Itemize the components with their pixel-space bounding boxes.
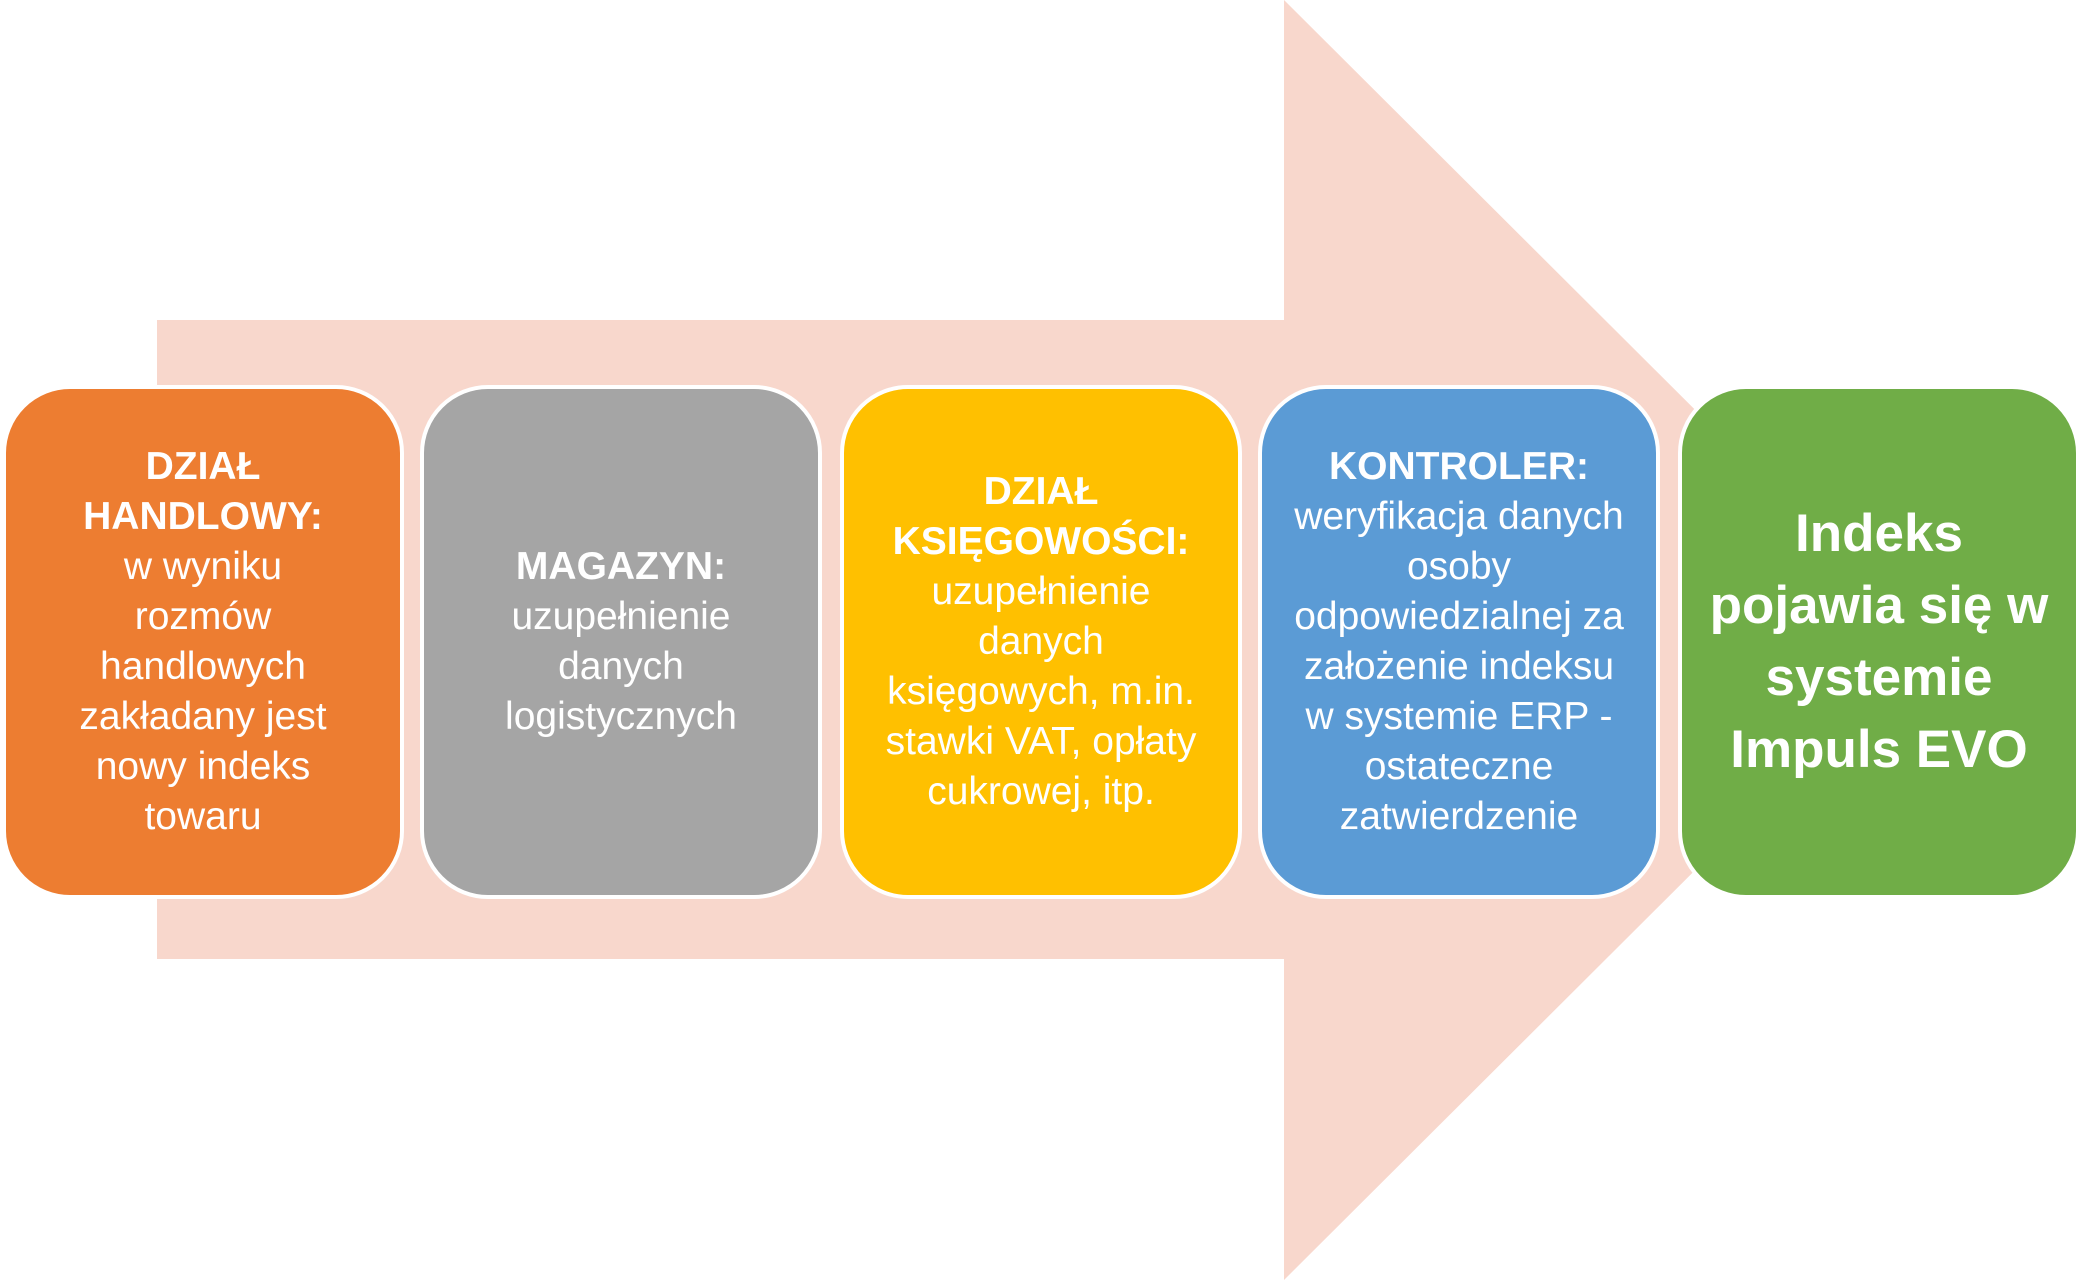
step-title: Indeks pojawia się w systemie Impuls EVO [1709,504,2049,779]
step-description: uzupełnienie danych księgowych, m.in. st… [885,570,1197,813]
step-accounting: DZIAŁ KSIĘGOWOŚCI: uzupełnienie danych k… [840,385,1242,899]
step-description: uzupełnienie danych logistycznych [505,595,737,738]
step-result: Indeks pojawia się w systemie Impuls EVO [1678,385,2080,899]
step-title: KONTROLER: [1329,445,1589,488]
step-controller: KONTROLER: weryfikacja danych osoby odpo… [1258,385,1660,899]
step-sales: DZIAŁ HANDLOWY: w wyniku rozmów handlowy… [2,385,404,899]
step-description: weryfikacja danych osoby odpowiedzialnej… [1294,495,1624,838]
step-title: DZIAŁ KSIĘGOWOŚCI: [892,470,1190,563]
step-warehouse: MAGAZYN: uzupełnienie danych logistyczny… [420,385,822,899]
step-description: w wyniku rozmów handlowych zakładany jes… [79,545,327,838]
step-title: DZIAŁ HANDLOWY: [83,445,323,538]
step-title: MAGAZYN: [515,545,727,588]
